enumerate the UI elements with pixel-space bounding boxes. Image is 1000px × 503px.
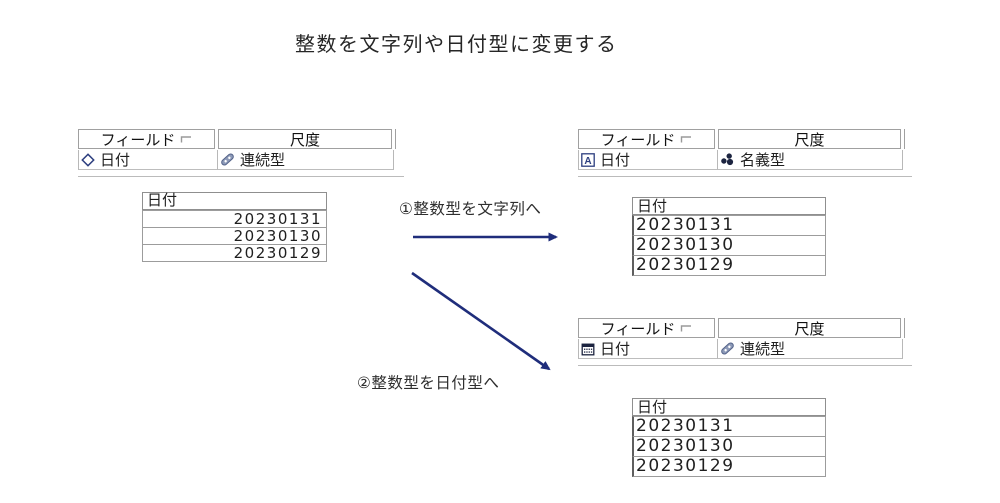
field-name-label: 日付 (100, 152, 131, 169)
diamond-icon (81, 152, 95, 167)
data-row: 20230129 (142, 244, 327, 262)
field-name-label: 日付 (600, 341, 631, 358)
column-header-scale-label: 尺度 (794, 131, 825, 149)
column-header-field-label: フィールド (600, 320, 676, 338)
field-table-header-row: フィールド 尺度 (578, 129, 912, 149)
arrow-to-date-label: ②整数型を日付型へ (357, 375, 500, 392)
field-name-cell: A 日付 (579, 150, 718, 170)
clipped-next-row-edge (78, 176, 404, 177)
column-header-scale: 尺度 (718, 129, 901, 149)
data-row: 20230131 (142, 210, 327, 228)
scale-cell: 連続型 (218, 150, 394, 170)
scale-cell: 名義型 (718, 150, 903, 170)
data-column-header: 日付 (632, 197, 826, 215)
data-row: 20230131 (632, 215, 826, 236)
field-table-header-row: フィールド 尺度 (78, 129, 404, 149)
data-rows: 20230131 20230130 20230129 (632, 416, 826, 477)
field-name-cell: 日付 (579, 339, 718, 359)
clipped-next-row-edge (578, 176, 912, 177)
column-header-scale: 尺度 (218, 129, 392, 149)
column-header-field-label: フィールド (100, 131, 176, 149)
field-name-cell: 日付 (79, 150, 218, 170)
data-row: 20230130 (142, 227, 327, 245)
scale-cell: 連続型 (718, 339, 903, 359)
data-row: 20230131 (632, 416, 826, 437)
field-row: A 日付 名義型 (578, 150, 912, 170)
string-icon-letter: A (584, 155, 591, 166)
field-table-source: フィールド 尺度 日付 連続型 (78, 129, 404, 177)
clipped-column-edge (904, 318, 912, 338)
data-rows: 20230131 20230130 20230129 (142, 210, 327, 262)
scale-label: 連続型 (240, 152, 286, 169)
string-icon: A (581, 152, 595, 167)
arrow-to-string-label: ①整数型を文字列へ (399, 201, 542, 218)
field-row: 日付 連続型 (578, 339, 912, 359)
column-header-field: フィールド (78, 129, 215, 149)
clipped-next-row-edge (578, 365, 912, 366)
scale-label: 名義型 (740, 152, 786, 169)
field-name-label: 日付 (600, 152, 631, 169)
column-header-field: フィールド (578, 129, 715, 149)
field-table-string: フィールド 尺度 A 日付 名義型 (578, 129, 912, 177)
column-collapse-icon (681, 135, 692, 142)
data-row: 20230129 (632, 255, 826, 276)
column-header-field: フィールド (578, 318, 715, 338)
clipped-column-edge (395, 129, 403, 149)
data-row: 20230129 (632, 456, 826, 477)
calendar-icon (581, 343, 595, 355)
data-table-source: 日付 20230131 20230130 20230129 (142, 192, 327, 262)
field-table-date: フィールド 尺度 日付 連続型 (578, 318, 912, 366)
data-table-date: 日付 20230131 20230130 20230129 (632, 398, 826, 477)
continuous-icon (721, 342, 734, 355)
field-table-header-row: フィールド 尺度 (578, 318, 912, 338)
clipped-column-edge (904, 129, 912, 149)
data-column-header: 日付 (142, 192, 327, 210)
data-table-string: 日付 20230131 20230130 20230129 (632, 197, 826, 276)
data-row: 20230130 (632, 235, 826, 256)
column-header-field-label: フィールド (600, 131, 676, 149)
column-header-scale-label: 尺度 (794, 320, 825, 338)
data-rows: 20230131 20230130 20230129 (632, 215, 826, 276)
field-row: 日付 連続型 (78, 150, 404, 170)
column-header-scale-label: 尺度 (289, 131, 320, 149)
column-header-scale: 尺度 (718, 318, 901, 338)
page-title: 整数を文字列や日付型に変更する (295, 34, 618, 56)
scale-label: 連続型 (740, 341, 786, 358)
data-column-header: 日付 (632, 398, 826, 416)
arrow-to-date (411, 271, 551, 371)
nominal-icon (721, 153, 734, 166)
column-collapse-icon (181, 135, 192, 142)
column-collapse-icon (681, 324, 692, 331)
data-row: 20230130 (632, 436, 826, 457)
continuous-icon (221, 153, 234, 166)
